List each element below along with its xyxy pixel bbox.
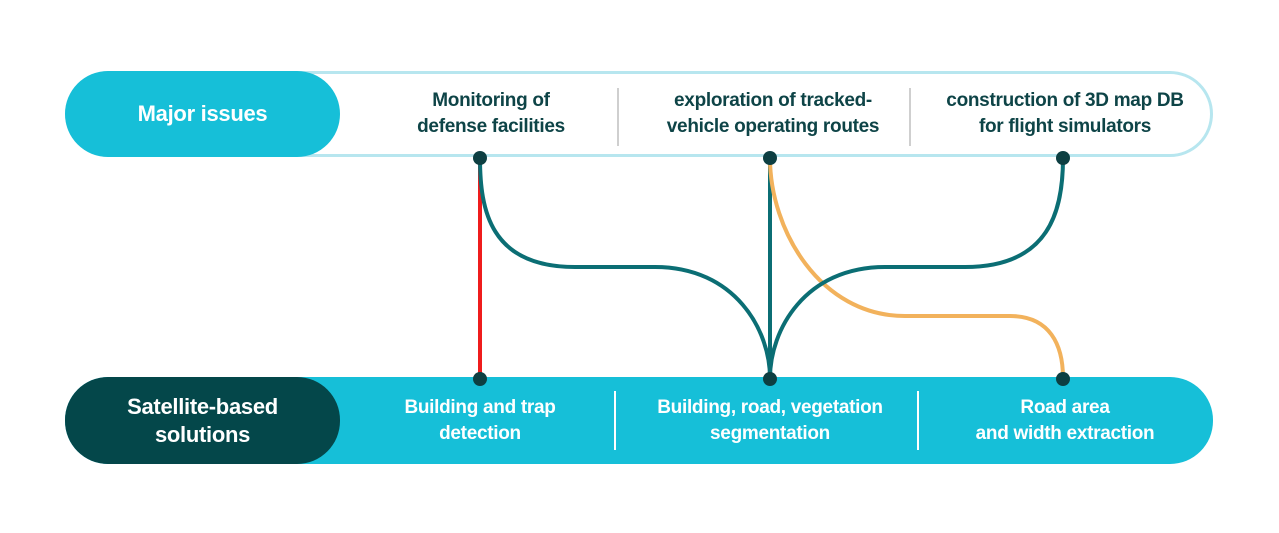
- issue-tracked-vehicle-routes: exploration of tracked- vehicle operatin…: [666, 90, 880, 137]
- solution-building-trap-detection: Building and trap detection: [404, 396, 556, 444]
- connector-defense-to-segmentation: [478, 156, 772, 380]
- node-top-defense: [473, 151, 487, 165]
- solution-segmentation: Building, road, vegetation segmentation: [657, 396, 883, 444]
- connector-3dmap-to-segmentation: [768, 156, 1065, 380]
- issue-3d-map-db: construction of 3D map DB for flight sim…: [946, 90, 1184, 137]
- node-top-routes: [763, 151, 777, 165]
- node-bottom-segmentation: [763, 372, 777, 386]
- node-top-3dmap: [1056, 151, 1070, 165]
- node-bottom-road-extraction: [1056, 372, 1070, 386]
- major-issues-label: Major issues: [65, 71, 340, 157]
- node-bottom-detection: [473, 372, 487, 386]
- top-divider-1: [617, 88, 619, 146]
- top-divider-2: [909, 88, 911, 146]
- bottom-divider-2: [917, 391, 919, 450]
- bottom-divider-1: [614, 391, 616, 450]
- major-issues-bar: Major issues Monitoring of defense facil…: [65, 71, 1213, 157]
- satellite-solutions-bar: Satellite-based solutions Building and t…: [65, 377, 1213, 464]
- issue-defense-monitoring: Monitoring of defense facilities: [417, 90, 565, 137]
- connector-routes-to-road-extraction: [768, 156, 1065, 380]
- satellite-solutions-label: Satellite-based solutions: [65, 377, 340, 464]
- solution-road-extraction: Road area and width extraction: [975, 396, 1155, 444]
